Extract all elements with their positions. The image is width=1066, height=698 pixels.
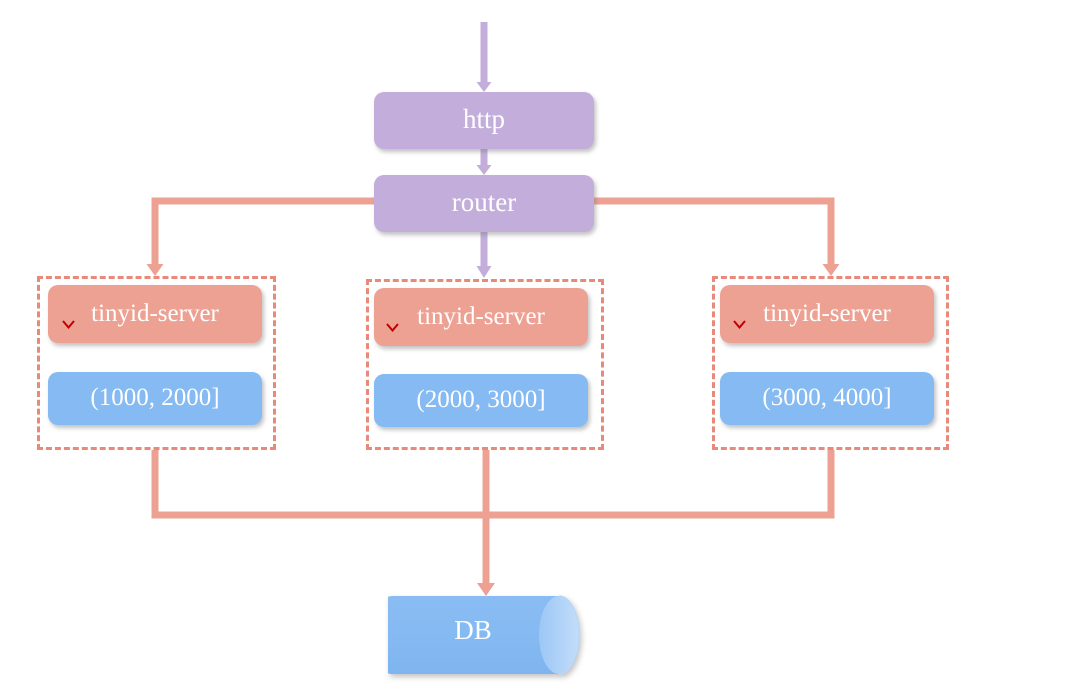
group-left-server-label: tinyid-server — [91, 299, 219, 327]
group-right-frame — [712, 276, 949, 450]
edge-router-middle — [476, 232, 492, 278]
node-http[interactable]: http — [374, 92, 594, 149]
group-middle-server-label: tinyid-server — [417, 302, 545, 330]
node-router-label: router — [451, 187, 517, 217]
group-left-range[interactable]: (1000, 2000] — [48, 372, 262, 425]
group-middle-range[interactable]: (2000, 3000] — [374, 374, 588, 427]
edge-router-left — [146, 197, 374, 276]
group-right-range[interactable]: (3000, 4000] — [720, 372, 934, 425]
node-router[interactable]: router — [374, 175, 594, 232]
group-middle-frame — [366, 279, 604, 450]
node-http-label: http — [462, 104, 505, 134]
group-right-server[interactable]: tinyid-server — [720, 285, 934, 343]
group-right-range-label: (3000, 4000] — [762, 384, 892, 411]
group-left-server[interactable]: tinyid-server — [48, 285, 262, 343]
edge-router-right — [594, 197, 840, 276]
node-db[interactable] — [388, 592, 580, 678]
edge-http-router — [476, 148, 492, 175]
edge-groups-db-bus — [151, 450, 835, 596]
edge-in-http — [476, 22, 492, 92]
group-middle-range-label: (2000, 3000] — [416, 386, 546, 413]
group-right-server-label: tinyid-server — [763, 299, 891, 327]
group-left-frame — [37, 276, 276, 450]
group-left-range-label: (1000, 2000] — [90, 384, 220, 411]
group-middle-server[interactable]: tinyid-server — [374, 288, 588, 346]
